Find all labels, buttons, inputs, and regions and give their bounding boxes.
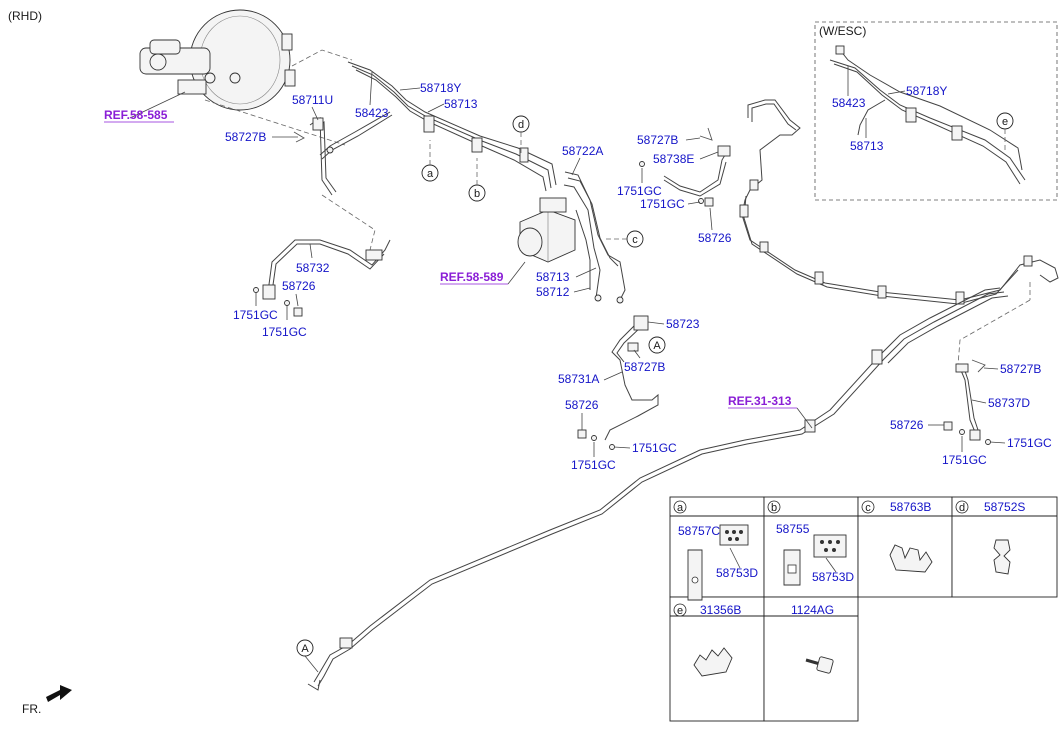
front-direction-indicator: FR. — [22, 685, 72, 716]
tubes-58722A — [563, 171, 626, 304]
label-esc-58713[interactable]: 58713 — [850, 139, 884, 153]
callout-e[interactable]: e — [996, 112, 1014, 150]
front-arrow-icon — [46, 685, 72, 702]
callout-A-lower[interactable]: A — [296, 639, 319, 673]
label-58727B-mid[interactable]: 58727B — [637, 133, 678, 147]
rear-brake-tubes — [739, 99, 1059, 305]
svg-text:d: d — [959, 502, 965, 514]
legend-cell-c: c 58763B — [861, 500, 933, 573]
legend-b-part-1[interactable]: 58755 — [776, 522, 810, 536]
label-esc-58423[interactable]: 58423 — [832, 96, 866, 110]
callout-A-upper[interactable]: A — [648, 336, 666, 354]
legend-table — [669, 496, 1058, 722]
label-58727B-left[interactable]: 58727B — [225, 130, 266, 144]
legend-cell-b: b 58755 58753D — [767, 500, 854, 586]
legend-bolt-part[interactable]: 1124AG — [791, 603, 834, 617]
hose-58732 — [262, 239, 391, 300]
legend-a-part-1[interactable]: 58757C — [678, 524, 720, 538]
svg-text:A: A — [301, 643, 309, 655]
ref-master-cylinder[interactable]: REF.58-585 — [104, 108, 168, 122]
hose-58738E — [639, 145, 731, 207]
label-1751GC-right-b[interactable]: 1751GC — [942, 453, 987, 467]
legend-d-part[interactable]: 58752S — [984, 500, 1025, 514]
front-brake-tubes — [319, 61, 557, 192]
callout-c[interactable]: c — [604, 230, 644, 248]
label-58727B-right[interactable]: 58727B — [1000, 362, 1041, 376]
label-58738E[interactable]: 58738E — [653, 152, 694, 166]
label-58713[interactable]: 58713 — [444, 97, 478, 111]
esc-tubes — [829, 45, 1026, 185]
legend-b-part-2[interactable]: 58753D — [812, 570, 854, 584]
label-1751GC-mid-b[interactable]: 1751GC — [640, 197, 685, 211]
label-58726-mid[interactable]: 58726 — [698, 231, 732, 245]
label-58726-right[interactable]: 58726 — [890, 418, 924, 432]
legend-e-part[interactable]: 31356B — [700, 603, 741, 617]
label-58423[interactable]: 58423 — [355, 106, 389, 120]
label-58723[interactable]: 58723 — [666, 317, 700, 331]
callout-a[interactable]: a — [421, 140, 439, 182]
svg-text:A: A — [653, 340, 661, 352]
label-1751GC-left-a[interactable]: 1751GC — [233, 308, 278, 322]
svg-text:a: a — [677, 502, 684, 514]
label-58737D[interactable]: 58737D — [988, 396, 1030, 410]
label-58712[interactable]: 58712 — [536, 285, 570, 299]
svg-text:c: c — [865, 502, 871, 514]
label-58731A[interactable]: 58731A — [558, 372, 599, 386]
legend-cell-e: e 31356B — [673, 603, 741, 677]
label-1751GC-lower-b[interactable]: 1751GC — [571, 458, 616, 472]
legend-cell-d: d 58752S — [955, 500, 1025, 575]
svg-text:e: e — [1002, 116, 1008, 128]
hose-58737D — [943, 282, 1031, 445]
esc-box-title: (W/ESC) — [819, 24, 866, 38]
svg-text:b: b — [771, 502, 777, 514]
svg-text:e: e — [677, 605, 683, 617]
label-58711U[interactable]: 58711U — [292, 93, 333, 107]
legend-a-part-2[interactable]: 58753D — [716, 566, 758, 580]
label-esc-58718Y[interactable]: 58718Y — [906, 84, 947, 98]
label-58718Y[interactable]: 58718Y — [420, 81, 461, 95]
svg-text:d: d — [518, 119, 524, 131]
label-58726-left[interactable]: 58726 — [282, 279, 316, 293]
svg-text:b: b — [474, 188, 480, 200]
callout-d[interactable]: d — [512, 115, 530, 155]
label-58732[interactable]: 58732 — [296, 261, 330, 275]
label-1751GC-mid-a[interactable]: 1751GC — [617, 184, 662, 198]
legend-cell-bolt: 1124AG — [791, 603, 834, 674]
esc-box — [814, 21, 1058, 201]
label-1751GC-right-a[interactable]: 1751GC — [1007, 436, 1052, 450]
svg-text:a: a — [427, 168, 434, 180]
svg-text:c: c — [632, 234, 638, 246]
label-1751GC-lower-a[interactable]: 1751GC — [632, 441, 677, 455]
label-58726-lower[interactable]: 58726 — [565, 398, 599, 412]
label-58713-hcu[interactable]: 58713 — [536, 270, 570, 284]
brake-booster — [139, 9, 296, 111]
ref-rear-tube[interactable]: REF.31-313 — [728, 394, 792, 408]
callout-b[interactable]: b — [468, 158, 486, 202]
hose-58731A — [604, 315, 659, 441]
label-58727B-lower[interactable]: 58727B — [624, 360, 665, 374]
label-1751GC-left-b[interactable]: 1751GC — [262, 325, 307, 339]
legend-cell-a: a 58757C 58753D — [673, 500, 758, 601]
abs-hcu — [517, 197, 576, 263]
legend-c-part[interactable]: 58763B — [890, 500, 931, 514]
variant-label: (RHD) — [8, 9, 42, 23]
front-label: FR. — [22, 702, 41, 716]
label-58722A[interactable]: 58722A — [562, 144, 603, 158]
ref-hcu[interactable]: REF.58-589 — [440, 270, 504, 284]
